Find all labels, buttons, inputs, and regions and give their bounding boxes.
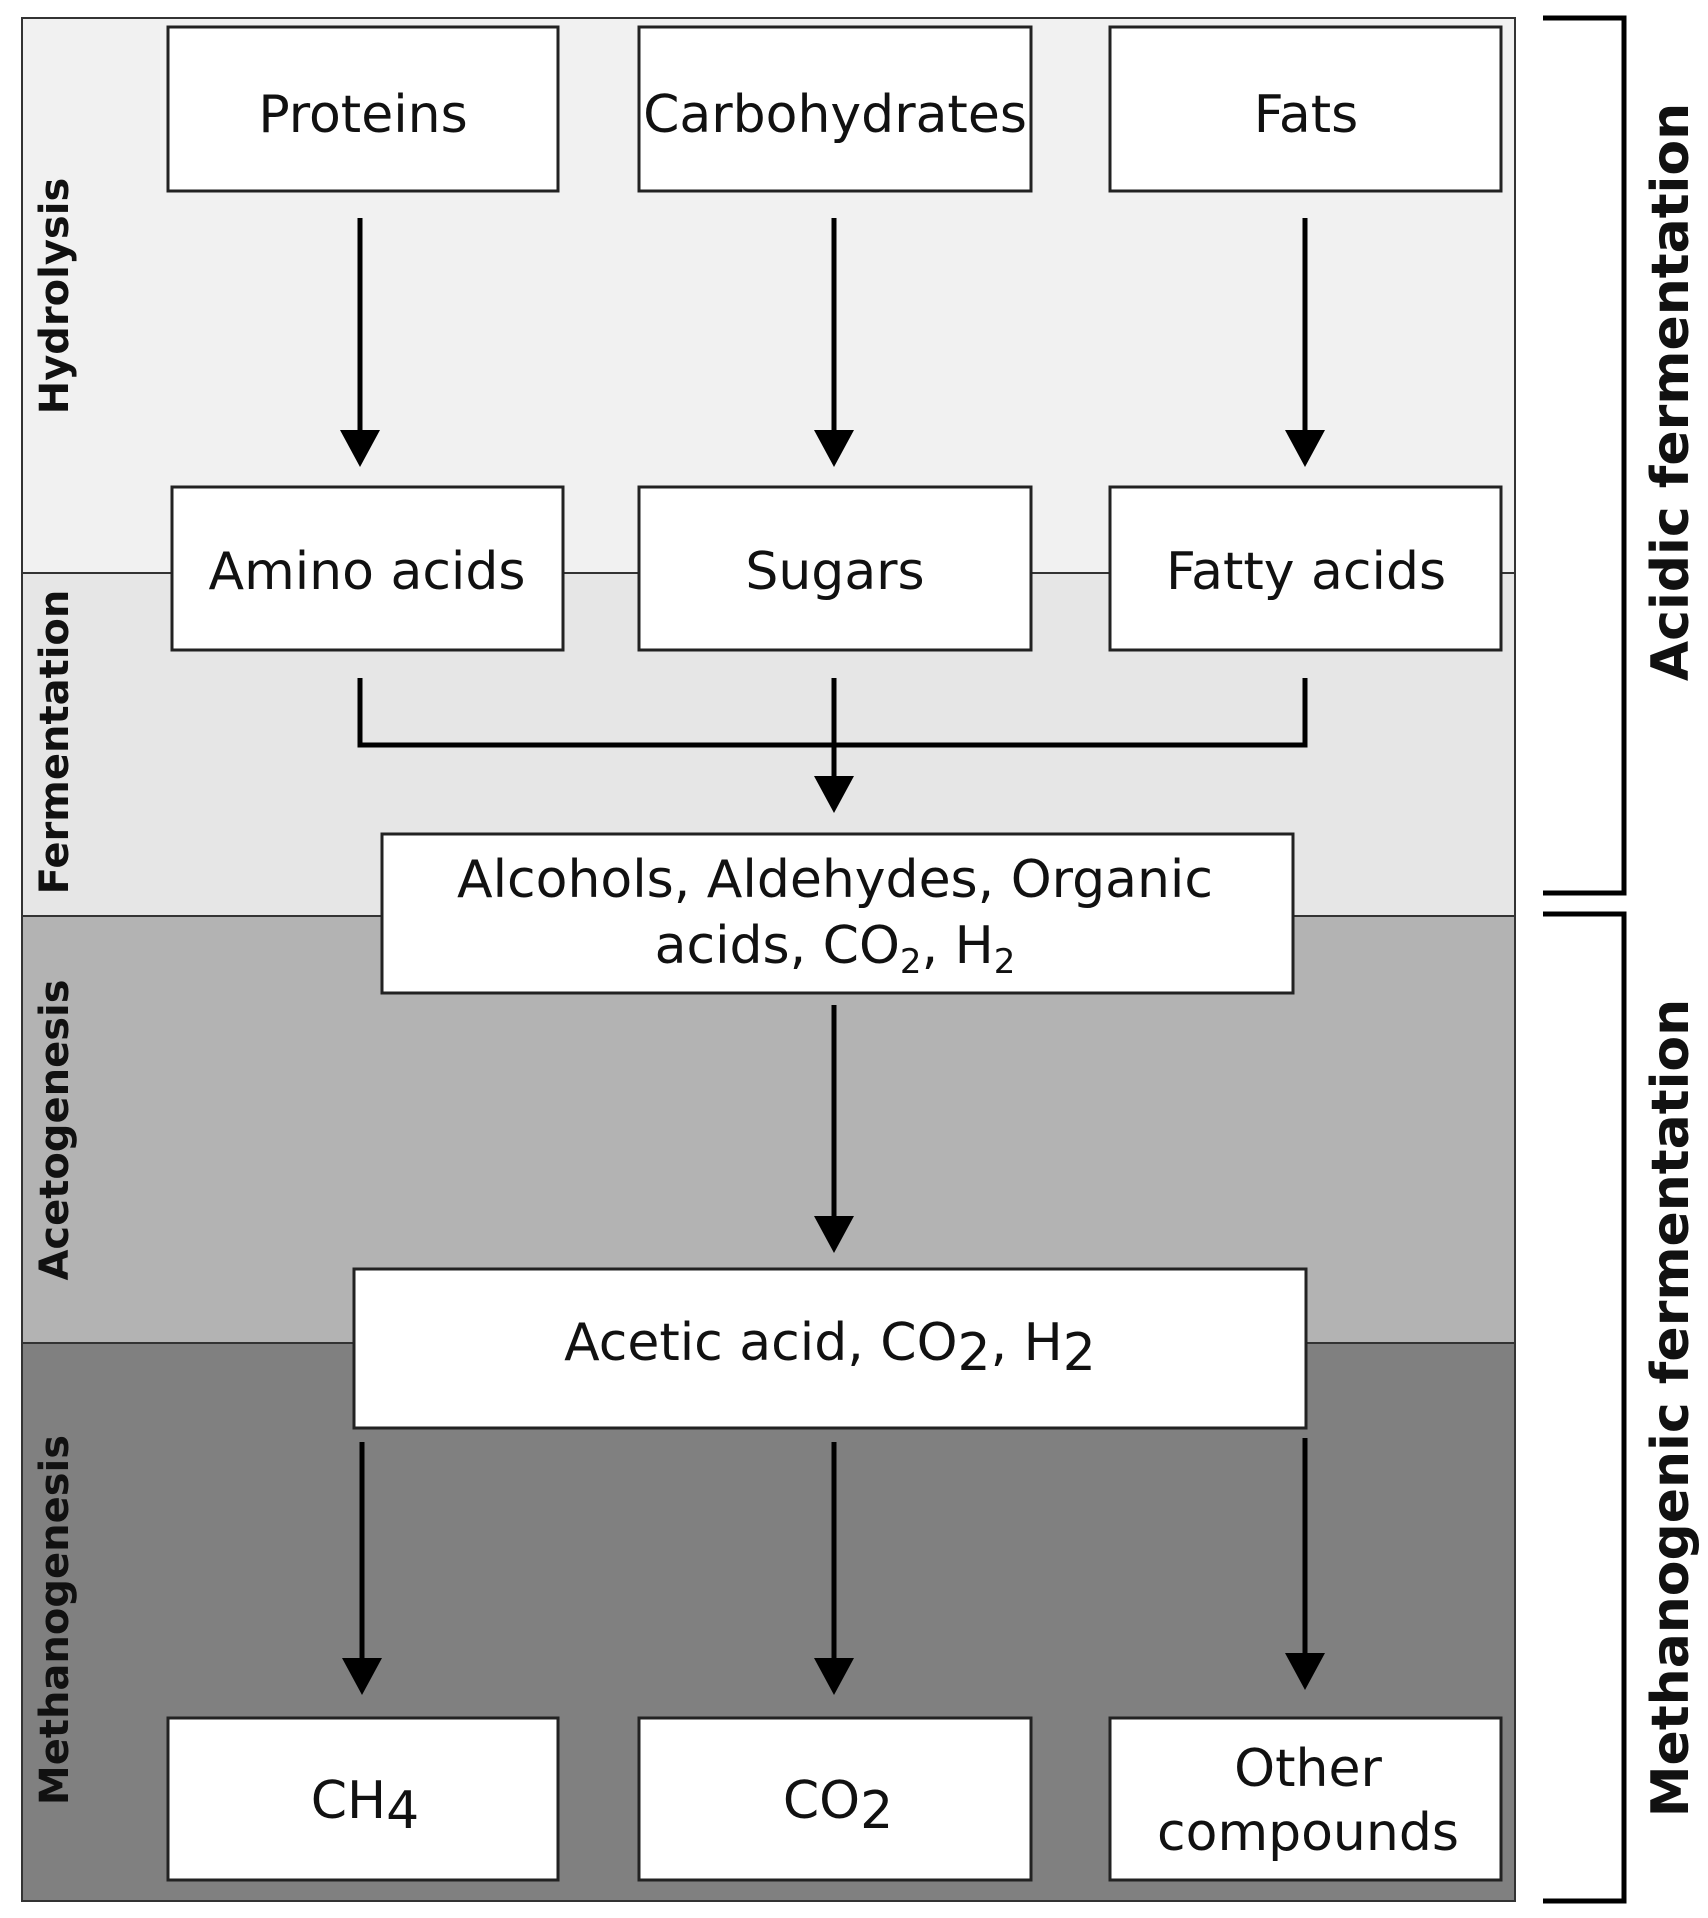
stage-label-fermentation: Fermentation xyxy=(32,590,78,895)
node-carbohydrates: Carbohydrates xyxy=(637,25,1033,193)
node-other-compounds: Other compounds xyxy=(1108,1716,1503,1882)
arrow-proteins-to-amino-acids xyxy=(340,218,380,467)
svg-text:Fats: Fats xyxy=(1254,85,1358,145)
node-acetic-acid: Acetic acid, CO2, H2 xyxy=(352,1267,1308,1430)
node-fats: Fats xyxy=(1108,25,1503,193)
node-co2: CO2 xyxy=(637,1716,1033,1882)
node-ch4: CH4 xyxy=(166,1716,560,1882)
arrow-acetic-acid-to-ch4 xyxy=(342,1442,382,1695)
node-intermediates: Alcohols, Aldehydes, Organic acids, CO2,… xyxy=(380,832,1295,995)
svg-text:Other: Other xyxy=(1234,1739,1382,1799)
svg-text:Amino acids: Amino acids xyxy=(209,542,526,602)
stages-frame xyxy=(21,17,1516,1902)
arrow-acetic-acid-to-co2 xyxy=(814,1442,854,1695)
acidic-fermentation-label: Acidic fermentation xyxy=(1641,103,1701,681)
svg-text:Alcohols, Aldehydes, Organic: Alcohols, Aldehydes, Organic xyxy=(457,850,1213,910)
node-sugars: Sugars xyxy=(637,485,1033,652)
stage-label-methanogenesis: Methanogenesis xyxy=(32,1435,78,1805)
methanogenic-fermentation-label: Methanogenic fermentation xyxy=(1641,999,1701,1817)
svg-text:Fatty acids: Fatty acids xyxy=(1166,542,1446,602)
svg-text:Carbohydrates: Carbohydrates xyxy=(643,85,1027,145)
arrow-carbohydrates-to-sugars xyxy=(814,218,854,467)
node-amino-acids: Amino acids xyxy=(170,485,565,652)
svg-text:acids, CO2, H2: acids, CO2, H2 xyxy=(655,916,1016,982)
stage-label-acetogenesis: Acetogenesis xyxy=(32,979,78,1280)
arrow-acetic-acid-to-other-compounds xyxy=(1285,1438,1325,1690)
arrow-intermediates-to-acetic-acid xyxy=(814,1005,854,1253)
arrow-fats-to-fatty-acids xyxy=(1285,218,1325,467)
stage-label-hydrolysis: Hydrolysis xyxy=(32,178,78,415)
acidic-fermentation-bracket xyxy=(1543,15,1627,896)
arrow-monomers-to-intermediates xyxy=(357,678,1308,813)
svg-text:CO2: CO2 xyxy=(783,1771,893,1841)
svg-text:Proteins: Proteins xyxy=(258,85,467,145)
node-fatty-acids: Fatty acids xyxy=(1108,485,1503,652)
svg-text:Acetic acid, CO2, H2: Acetic acid, CO2, H2 xyxy=(564,1313,1096,1383)
svg-text:compounds: compounds xyxy=(1157,1803,1459,1863)
svg-text:CH4: CH4 xyxy=(311,1771,420,1841)
methanogenic-fermentation-bracket xyxy=(1543,911,1627,1904)
svg-text:Sugars: Sugars xyxy=(745,542,924,602)
node-proteins: Proteins xyxy=(166,25,560,193)
